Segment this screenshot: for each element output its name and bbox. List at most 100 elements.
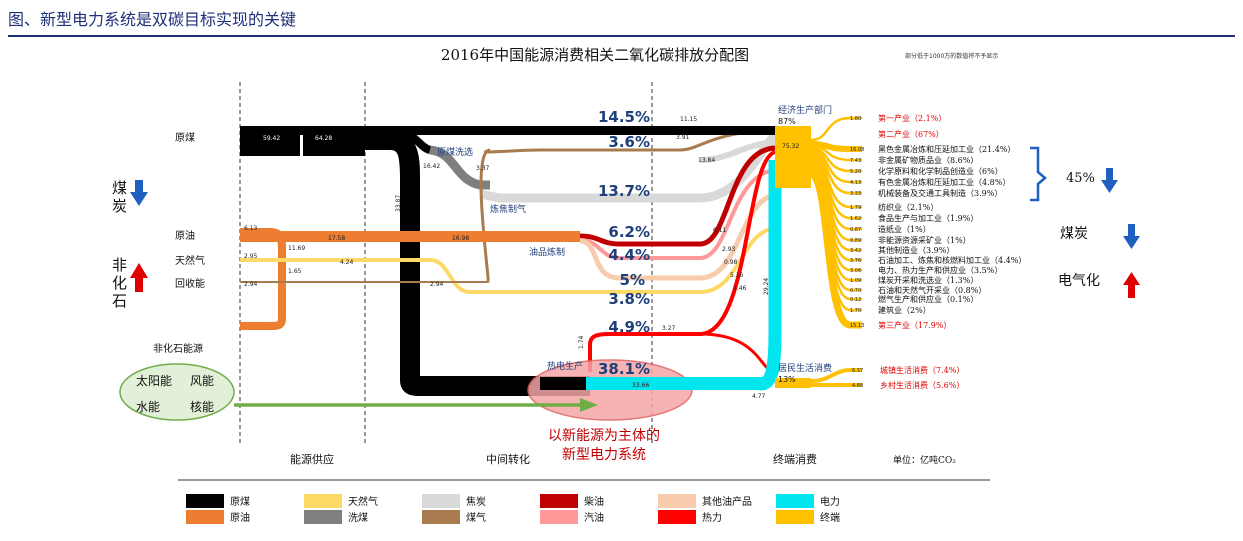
val-2924: 29.24 — [763, 278, 770, 295]
sector-flow — [810, 146, 862, 173]
nf-label-1: 非 — [112, 256, 127, 274]
sector-label: 第一产业（2.1%） — [878, 113, 946, 123]
flow-coal-front — [540, 377, 586, 390]
legend-label: 焦炭 — [466, 495, 486, 508]
val-611: 6.11 — [713, 227, 727, 234]
sector-value: 16.08 — [850, 147, 864, 153]
coal-block-2 — [303, 126, 365, 156]
process-refining: 油品炼制 — [529, 246, 565, 258]
nf-label-3: 石 — [112, 292, 127, 310]
flow-heat-res — [699, 332, 776, 374]
val-1169: 11.69 — [288, 245, 305, 252]
sector-value: 1.80 — [850, 116, 861, 122]
pct-heat: 4.9% — [608, 318, 650, 336]
legend-swatch — [186, 510, 224, 524]
diagram-title: 2016年中国能源消费相关二氧化碳排放分配图 — [441, 46, 749, 64]
coal-label-1: 煤 — [112, 179, 127, 197]
val-613: 6.13 — [244, 225, 258, 232]
sector-value: 1.70 — [850, 308, 861, 314]
val-5942: 59.42 — [263, 135, 280, 142]
flow-coke-upper — [699, 139, 776, 163]
sector-flow — [810, 150, 862, 195]
sector-value: 15.13 — [850, 323, 864, 329]
flow-coal-to-wash — [365, 126, 432, 154]
process-power: 热电生产 — [547, 360, 583, 372]
pct-power: 38.1% — [598, 360, 650, 378]
val-1384: 13.84 — [698, 157, 715, 164]
sector-flow — [810, 144, 862, 162]
val-1758: 17.58 — [328, 235, 345, 242]
process-coking: 炼焦制气 — [490, 203, 526, 215]
flow-coal-gas-branch — [479, 148, 491, 284]
sector-value: 3.42 — [850, 248, 861, 254]
pct-gas: 3.8% — [608, 290, 650, 308]
stage-transform: 中间转化 — [486, 452, 530, 466]
val-294a: 2.94 — [244, 281, 258, 288]
household-flow — [810, 368, 862, 383]
terminal-econ-block — [775, 126, 811, 188]
source-oil: 原油 — [175, 229, 195, 242]
nf-wind: 风能 — [190, 374, 214, 388]
r-down-arrow-stem-1 — [1106, 168, 1113, 180]
legend-swatch — [422, 494, 460, 508]
coal-label-2: 炭 — [112, 197, 127, 215]
legend-label: 原煤 — [230, 495, 250, 508]
sector-value: 1.62 — [850, 216, 861, 222]
sector-label: 非能源资源采矿业（1%） — [878, 235, 971, 245]
terminal-econ-pct: 87% — [778, 117, 796, 126]
legend-swatch — [540, 510, 578, 524]
r-down-arrow-icon-1 — [1101, 180, 1118, 193]
legend-swatch — [776, 494, 814, 508]
legend-swatch — [422, 510, 460, 524]
sector-label: 石油和天然气开采业（0.8%） — [878, 285, 986, 295]
nf-label-2: 化 — [112, 274, 127, 292]
new-system-line1: 以新能源为主体的 — [548, 428, 660, 444]
page-header: 图、新型电力系统是双碳目标实现的关键 — [8, 10, 297, 29]
flow-coal-to-power — [365, 130, 590, 396]
sector-label: 其他制造业（3.9%） — [878, 245, 954, 255]
sector-value: 0.87 — [850, 227, 861, 233]
r-electrify-label: 电气化 — [1058, 273, 1100, 289]
diagram-note: 部分低于1000万的数值将不予显示 — [905, 52, 998, 60]
flow-gasoline — [579, 168, 776, 260]
val-424: 4.24 — [340, 259, 354, 266]
pct-diesel: 6.2% — [608, 223, 650, 241]
sector-label: 造纸业（1%） — [878, 224, 931, 234]
nonfossil-arrow-head — [580, 398, 598, 412]
legend-swatch — [658, 494, 696, 508]
sector-label: 燃气生产和供应业（0.1%） — [878, 294, 978, 304]
val-294b: 2.94 — [430, 281, 444, 288]
sector-label: 非金属矿物质品业（8.6%） — [878, 155, 978, 165]
sector-value: 1.79 — [850, 205, 861, 211]
source-nonfossil: 非化石能源 — [153, 342, 203, 355]
terminal-res-pct: 13% — [778, 375, 796, 384]
source-gas: 天然气 — [175, 254, 205, 267]
val-477: 4.77 — [752, 393, 766, 400]
sector-label: 机械装备及交通工具制造（3.9%） — [878, 188, 1002, 198]
sector-value: 1.09 — [850, 278, 861, 284]
nf-up-arrow-icon — [130, 263, 148, 278]
flow-natural-gas — [240, 226, 776, 294]
val-337: 3.37 — [476, 165, 490, 172]
pct-coal-direct: 14.5% — [598, 108, 650, 126]
legend-label: 洗煤 — [348, 511, 368, 524]
legend-label: 终端 — [820, 511, 840, 524]
household-label: 乡村生活消费（5.6%） — [880, 380, 964, 390]
legend-swatch — [304, 510, 342, 524]
pct-coal-gas: 3.6% — [608, 133, 650, 151]
r-coal-label: 煤炭 — [1060, 226, 1088, 242]
coal-down-arrow-icon — [130, 192, 148, 206]
flow-diesel — [579, 145, 776, 247]
sector-value: 7.43 — [850, 158, 861, 164]
nf-solar: 太阳能 — [136, 373, 172, 388]
sector-label: 电力、热力生产和供应业（3.5%） — [878, 265, 1002, 275]
legend-swatch — [540, 494, 578, 508]
sector-value: 3.33 — [850, 191, 861, 197]
unit-label: 单位：亿吨CO₂ — [893, 454, 956, 466]
sector-flow — [809, 170, 862, 329]
flow-crude-oil — [240, 231, 580, 242]
terminal-res-block — [775, 378, 811, 388]
sector-value: 5.20 — [850, 169, 861, 175]
